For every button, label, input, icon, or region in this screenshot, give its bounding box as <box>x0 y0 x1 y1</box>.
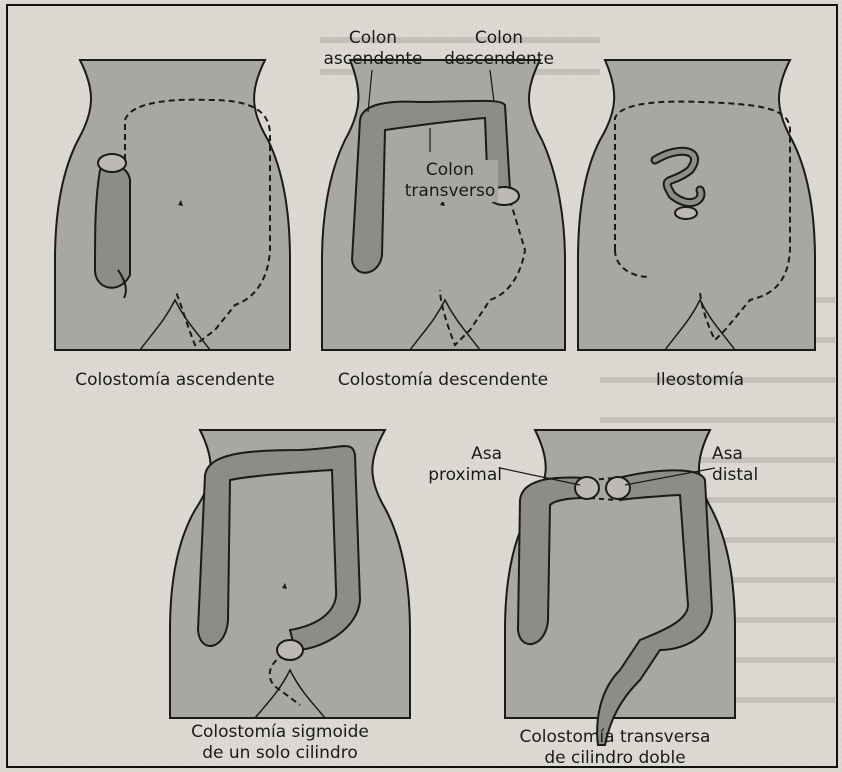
label-line: ascendente <box>318 49 428 70</box>
caption-ascending-colostomy: Colostomía ascendente <box>55 370 295 391</box>
ascending-colon <box>95 165 130 288</box>
caption-line: de cilindro doble <box>490 748 740 769</box>
label-asa-distal: Asa distal <box>712 444 772 486</box>
caption-ileostomy: Ileostomía <box>620 370 780 391</box>
label-line: descendente <box>440 49 558 70</box>
stoma-distal <box>606 477 630 499</box>
caption-line: Colostomía sigmoide <box>160 722 400 743</box>
label-colon-ascendente: Colon ascendente <box>318 28 428 70</box>
label-asa-proximal: Asa proximal <box>410 444 502 486</box>
panel-ascending-colostomy <box>55 60 290 350</box>
caption-transverse-colostomy: Colostomía transversa de cilindro doble <box>490 727 740 769</box>
label-line: Colon <box>318 28 428 49</box>
caption-line: de un solo cilindro <box>160 743 400 764</box>
label-line: Colon <box>402 160 498 181</box>
caption-line: Colostomía transversa <box>490 727 740 748</box>
label-line: Asa <box>410 444 502 465</box>
torso-outline <box>55 60 290 350</box>
stoma <box>98 154 126 172</box>
label-line: Asa <box>712 444 772 465</box>
label-colon-transverso: Colon transverso <box>402 160 498 202</box>
stoma-proximal <box>575 477 599 499</box>
panel-descending-colostomy <box>322 60 565 350</box>
label-line: Colon <box>440 28 558 49</box>
label-line: proximal <box>410 465 502 486</box>
stoma <box>277 640 303 660</box>
caption-sigmoid-colostomy: Colostomía sigmoide de un solo cilindro <box>160 722 400 764</box>
label-line: transverso <box>402 181 498 202</box>
stoma <box>675 207 697 219</box>
label-colon-descendente: Colon descendente <box>440 28 558 70</box>
label-line: distal <box>712 465 772 486</box>
caption-descending-colostomy: Colostomía descendente <box>318 370 568 391</box>
panel-ileostomy <box>578 60 815 350</box>
